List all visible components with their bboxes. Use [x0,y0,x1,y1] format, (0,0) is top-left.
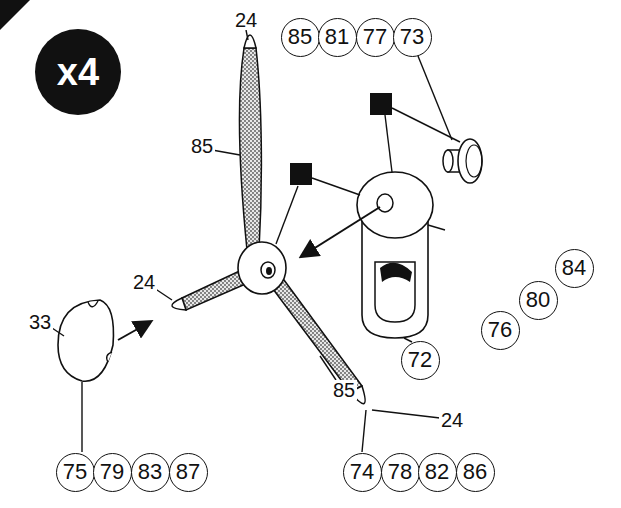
part-label: 24 [233,10,259,30]
callout-circle: 78 [381,453,420,492]
callout-number: 86 [463,461,487,483]
callout-number: 85 [288,26,312,48]
callout-number: 83 [138,461,162,483]
callout-number: 76 [488,319,512,341]
part-label: 24 [439,410,465,430]
part-label: 85 [331,380,357,400]
callout-number: 75 [63,461,87,483]
callout-circle: 87 [169,453,208,492]
part-label: 85 [189,136,215,156]
callout-circle: 83 [131,453,170,492]
callout-number: 72 [408,349,432,371]
part-label: 33 [27,312,53,332]
callout-number: 78 [388,461,412,483]
callout-circle: 85 [281,18,320,57]
callout-circle: 76 [481,311,520,350]
callout-circle: 81 [318,18,357,57]
callout-number: 80 [526,289,550,311]
callout-number: 77 [363,26,387,48]
callout-number: 74 [350,461,374,483]
callout-number: 84 [562,257,586,279]
callout-circle: 74 [343,453,382,492]
callout-number: 81 [325,26,349,48]
callout-circle: 82 [418,453,457,492]
callout-circle: 77 [356,18,395,57]
callout-number: 82 [425,461,449,483]
callout-circle: 84 [555,249,594,288]
callout-circle: 79 [93,453,132,492]
callout-circle: 80 [519,281,558,320]
callout-circle: 75 [56,453,95,492]
callout-circle: 86 [456,453,495,492]
callout-circle: 73 [393,18,432,57]
quantity-badge: x4 [35,29,121,115]
callout-number: 73 [400,26,424,48]
quantity-text: x4 [57,53,99,91]
callout-number: 79 [100,461,124,483]
callout-circle: 72 [401,341,440,380]
callout-number: 87 [176,461,200,483]
part-label: 24 [131,272,157,292]
